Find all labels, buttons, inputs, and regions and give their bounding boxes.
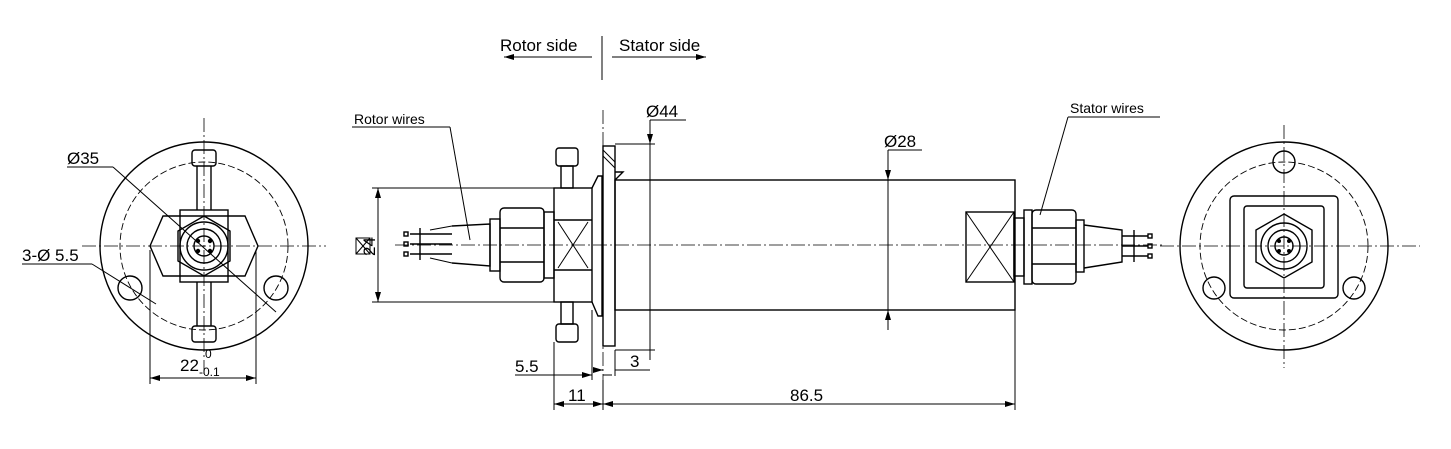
dim-5-5-label: 5.5 bbox=[515, 357, 539, 376]
dim-dia35-label: Ø35 bbox=[67, 149, 99, 168]
rotor-end-view bbox=[22, 118, 326, 384]
stator-side-label: Stator side bbox=[619, 36, 700, 55]
dim-dia44-label: Ø44 bbox=[646, 102, 678, 121]
stator-wires-label: Stator wires bbox=[1070, 100, 1144, 116]
side-view bbox=[352, 36, 1165, 410]
dim-square24-label: 24 bbox=[360, 237, 379, 256]
dim-11-label: 11 bbox=[568, 386, 586, 405]
rotor-wires-label: Rotor wires bbox=[354, 111, 425, 127]
dim-22-label: 22 bbox=[180, 356, 199, 375]
dim-dia28-label: Ø28 bbox=[884, 132, 916, 151]
dim-3-label: 3 bbox=[630, 352, 639, 371]
rotor-side-label: Rotor side bbox=[500, 36, 577, 55]
dim-22-upper-tolerance: 0 bbox=[205, 347, 212, 361]
stator-end-view bbox=[1160, 125, 1420, 368]
dim-22-lower-tolerance: -0.1 bbox=[199, 365, 220, 379]
dim-holes-label: 3-Ø 5.5 bbox=[22, 246, 79, 265]
dim-86-5-label: 86.5 bbox=[790, 386, 823, 405]
